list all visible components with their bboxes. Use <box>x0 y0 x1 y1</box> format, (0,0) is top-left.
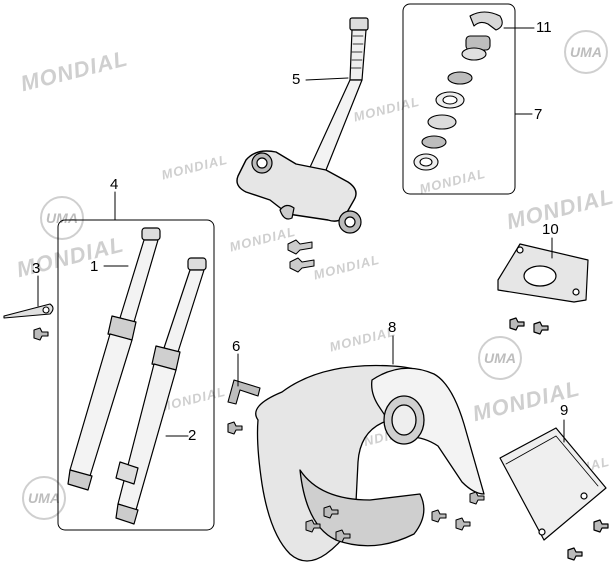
fender-screws <box>305 491 485 543</box>
callout-6: 6 <box>232 338 241 355</box>
fork-leg-1 <box>67 227 161 491</box>
callout-1: 1 <box>90 258 99 275</box>
callout-2: 2 <box>188 427 197 444</box>
callout-9: 9 <box>560 402 569 419</box>
callout-10: 10 <box>542 221 559 238</box>
callout-8: 8 <box>388 319 397 336</box>
callout-11: 11 <box>536 19 552 36</box>
callout-4: 4 <box>110 176 119 193</box>
bearing-group-box <box>402 3 516 195</box>
fender-clip <box>227 379 261 435</box>
fork-leg-2 <box>115 257 207 525</box>
callout-3: 3 <box>32 260 41 277</box>
bearing-stack <box>413 11 503 171</box>
fork-group-box <box>57 219 215 531</box>
reflector-bracket <box>3 303 54 341</box>
front-fender <box>255 364 485 562</box>
callout-5: 5 <box>292 71 301 88</box>
mounting-plate <box>497 243 589 335</box>
uma-logo-watermark: UMA <box>40 196 84 240</box>
callout-7: 7 <box>534 106 543 123</box>
leader-lines <box>37 27 565 443</box>
uma-logo-watermark: UMA <box>564 30 608 74</box>
uma-logo-watermark: UMA <box>478 336 522 380</box>
fender-panel <box>499 427 609 561</box>
uma-logo-watermark: UMA <box>22 476 66 520</box>
steering-stem <box>236 17 369 234</box>
stem-bolts <box>287 239 315 273</box>
